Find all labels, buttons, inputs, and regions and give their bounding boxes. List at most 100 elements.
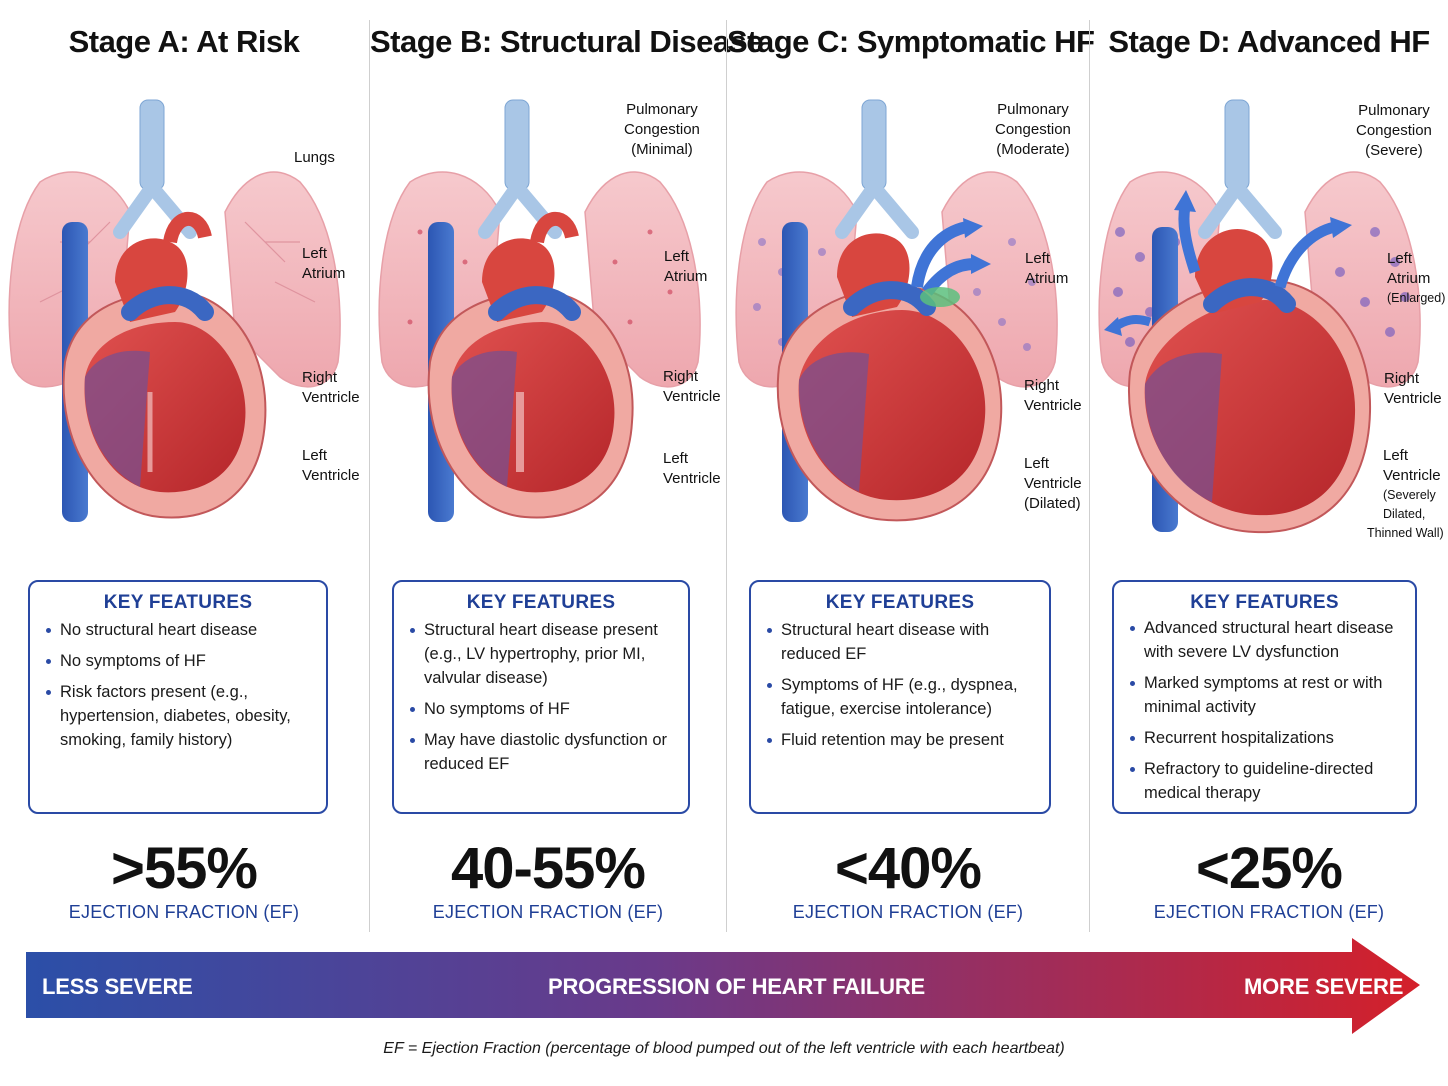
label-line: (Severely [1383, 488, 1436, 502]
stage-b-ef-label: EJECTION FRACTION (EF) [432, 902, 664, 922]
feature-item: Structural heart disease present (e.g., … [410, 618, 676, 690]
stage-c-column: Stage C: Symptomatic HF [727, 0, 1095, 935]
stage-columns: Stage A: At Risk Lungs Left Atrium Ri [0, 0, 1448, 935]
label-line: Congestion [624, 121, 700, 138]
more-severe-label: MORE SEVERE [1244, 974, 1404, 999]
stage-c-ef-value: <40% [835, 836, 982, 901]
stage-d-ef-label: EJECTION FRACTION (EF) [1153, 902, 1385, 922]
stage-c-label-left-atrium: Left Atrium [1025, 249, 1068, 289]
stage-d-ef-value: <25% [1196, 836, 1343, 901]
stage-b-ef-value: 40-55% [451, 836, 646, 901]
stage-b-label-right-ventricle: Right Ventricle [663, 367, 721, 407]
label-line: Right [302, 369, 338, 386]
feature-item: Refractory to guideline-directed medical… [1130, 757, 1403, 805]
stage-a-heart-illustration [8, 99, 341, 522]
stage-d-label-right-ventricle: Right Ventricle [1384, 369, 1442, 409]
label-line: Congestion [995, 121, 1071, 138]
stage-d-key-features: KEY FEATURES Advanced structural heart d… [1112, 580, 1417, 814]
feature-item: May have diastolic dysfunction or reduce… [410, 728, 676, 776]
label-line: Ventricle [1384, 390, 1442, 407]
label-line: Ventricle [663, 470, 721, 487]
stage-d-heart-illustration [1098, 99, 1421, 534]
stage-b-title: Stage B: Structural Disease [370, 24, 764, 59]
feature-item: Risk factors present (e.g., hypertension… [46, 680, 314, 752]
label-line: (Severe) [1365, 142, 1423, 159]
stage-c-ef-label: EJECTION FRACTION (EF) [792, 902, 1024, 922]
label-line: Left [1387, 250, 1413, 267]
feature-item: Symptoms of HF (e.g., dyspnea, fatigue, … [767, 673, 1037, 721]
label-line: (Enlarged) [1387, 291, 1446, 305]
feature-item: Fluid retention may be present [767, 728, 1037, 752]
stage-b-heart-illustration [378, 99, 701, 522]
label-line: Atrium [664, 268, 708, 285]
label-line: Ventricle [302, 467, 360, 484]
feature-list: Structural heart disease present (e.g., … [394, 618, 688, 783]
stage-a-ef-value: >55% [111, 836, 258, 901]
label-line: (Dilated) [1024, 495, 1081, 512]
label-line: Pulmonary [997, 101, 1069, 118]
less-severe-label: LESS SEVERE [42, 974, 193, 999]
label-line: Thinned Wall) [1367, 526, 1444, 540]
stage-b-label-pulmonary-congestion: Pulmonary Congestion (Minimal) [624, 100, 700, 160]
label-line: Left [302, 245, 328, 262]
feature-item: Recurrent hospitalizations [1130, 726, 1403, 750]
stage-c-label-right-ventricle: Right Ventricle [1024, 376, 1082, 416]
label-line: Atrium [1387, 270, 1431, 287]
label-line: Pulmonary [1358, 102, 1430, 119]
stage-a-title: Stage A: At Risk [68, 24, 300, 59]
stage-d-label-left-atrium: Left Atrium (Enlarged) [1387, 249, 1445, 308]
stage-d-label-left-ventricle: Left Ventricle (Severely Dilated, Thinne… [1367, 446, 1444, 543]
label-line: Left [302, 447, 328, 464]
stage-a-ef-label: EJECTION FRACTION (EF) [68, 902, 300, 922]
column-divider [1089, 20, 1090, 932]
stage-c-label-pulmonary-congestion: Pulmonary Congestion (Moderate) [995, 100, 1071, 160]
label-line: Right [1024, 377, 1060, 394]
label-line: Atrium [302, 265, 346, 282]
label-line: Ventricle [1383, 467, 1441, 484]
key-features-title: KEY FEATURES [103, 592, 253, 613]
stage-d-column: Stage D: Advanced HF [1090, 0, 1448, 935]
label-line: Congestion [1356, 122, 1432, 139]
label-line: Right [663, 368, 699, 385]
progression-arrow-shape [26, 938, 1420, 1034]
column-divider [726, 20, 727, 932]
stage-d-title: Stage D: Advanced HF [1108, 24, 1430, 59]
stage-c-title: Stage C: Symptomatic HF [727, 24, 1095, 59]
label-line: (Moderate) [996, 141, 1070, 158]
stage-a-column: Stage A: At Risk Lungs Left Atrium Ri [0, 0, 368, 935]
feature-item: Marked symptoms at rest or with minimal … [1130, 671, 1403, 719]
stage-a-label-right-ventricle: Right Ventricle [302, 368, 360, 408]
stage-c-label-left-ventricle: Left Ventricle (Dilated) [1024, 454, 1082, 514]
progression-label: PROGRESSION OF HEART FAILURE [548, 974, 925, 999]
stage-a-label-left-ventricle: Left Ventricle [302, 446, 360, 486]
stage-a-label-lungs: Lungs [294, 149, 335, 166]
stage-b-key-features: KEY FEATURES Structural heart disease pr… [392, 580, 690, 814]
label-line: Ventricle [302, 389, 360, 406]
stage-a-key-features: KEY FEATURES No structural heart disease… [28, 580, 328, 814]
label-line: Ventricle [663, 388, 721, 405]
stage-a-label-left-atrium: Left Atrium [302, 244, 345, 284]
progression-arrow: LESS SEVERE PROGRESSION OF HEART FAILURE… [26, 938, 1422, 1034]
column-divider [369, 20, 370, 932]
feature-list: No structural heart disease No symptoms … [30, 618, 326, 759]
key-features-title: KEY FEATURES [1190, 592, 1339, 613]
label-line: Left [664, 248, 690, 265]
stage-c-key-features: KEY FEATURES Structural heart disease wi… [749, 580, 1051, 814]
feature-item: No symptoms of HF [46, 649, 314, 673]
feature-item: No symptoms of HF [410, 697, 676, 721]
stage-b-label-left-atrium: Left Atrium [664, 247, 707, 287]
label-line: Atrium [1025, 270, 1069, 287]
feature-item: Structural heart disease with reduced EF [767, 618, 1037, 666]
stage-d-label-pulmonary-congestion: Pulmonary Congestion (Severe) [1356, 101, 1432, 161]
feature-item: No structural heart disease [46, 618, 314, 642]
label-line: Left [1025, 250, 1051, 267]
feature-list: Advanced structural heart disease with s… [1114, 616, 1415, 812]
label-line: (Minimal) [631, 141, 693, 158]
label-line: Left [1024, 455, 1050, 472]
stage-b-column: Stage B: Structural Disease Pulmonary Co… [370, 0, 764, 935]
stage-c-heart-illustration [735, 99, 1058, 522]
label-line: Left [1383, 447, 1409, 464]
label-line: Right [1384, 370, 1420, 387]
label-line: Pulmonary [626, 101, 698, 118]
feature-list: Structural heart disease with reduced EF… [751, 618, 1049, 759]
